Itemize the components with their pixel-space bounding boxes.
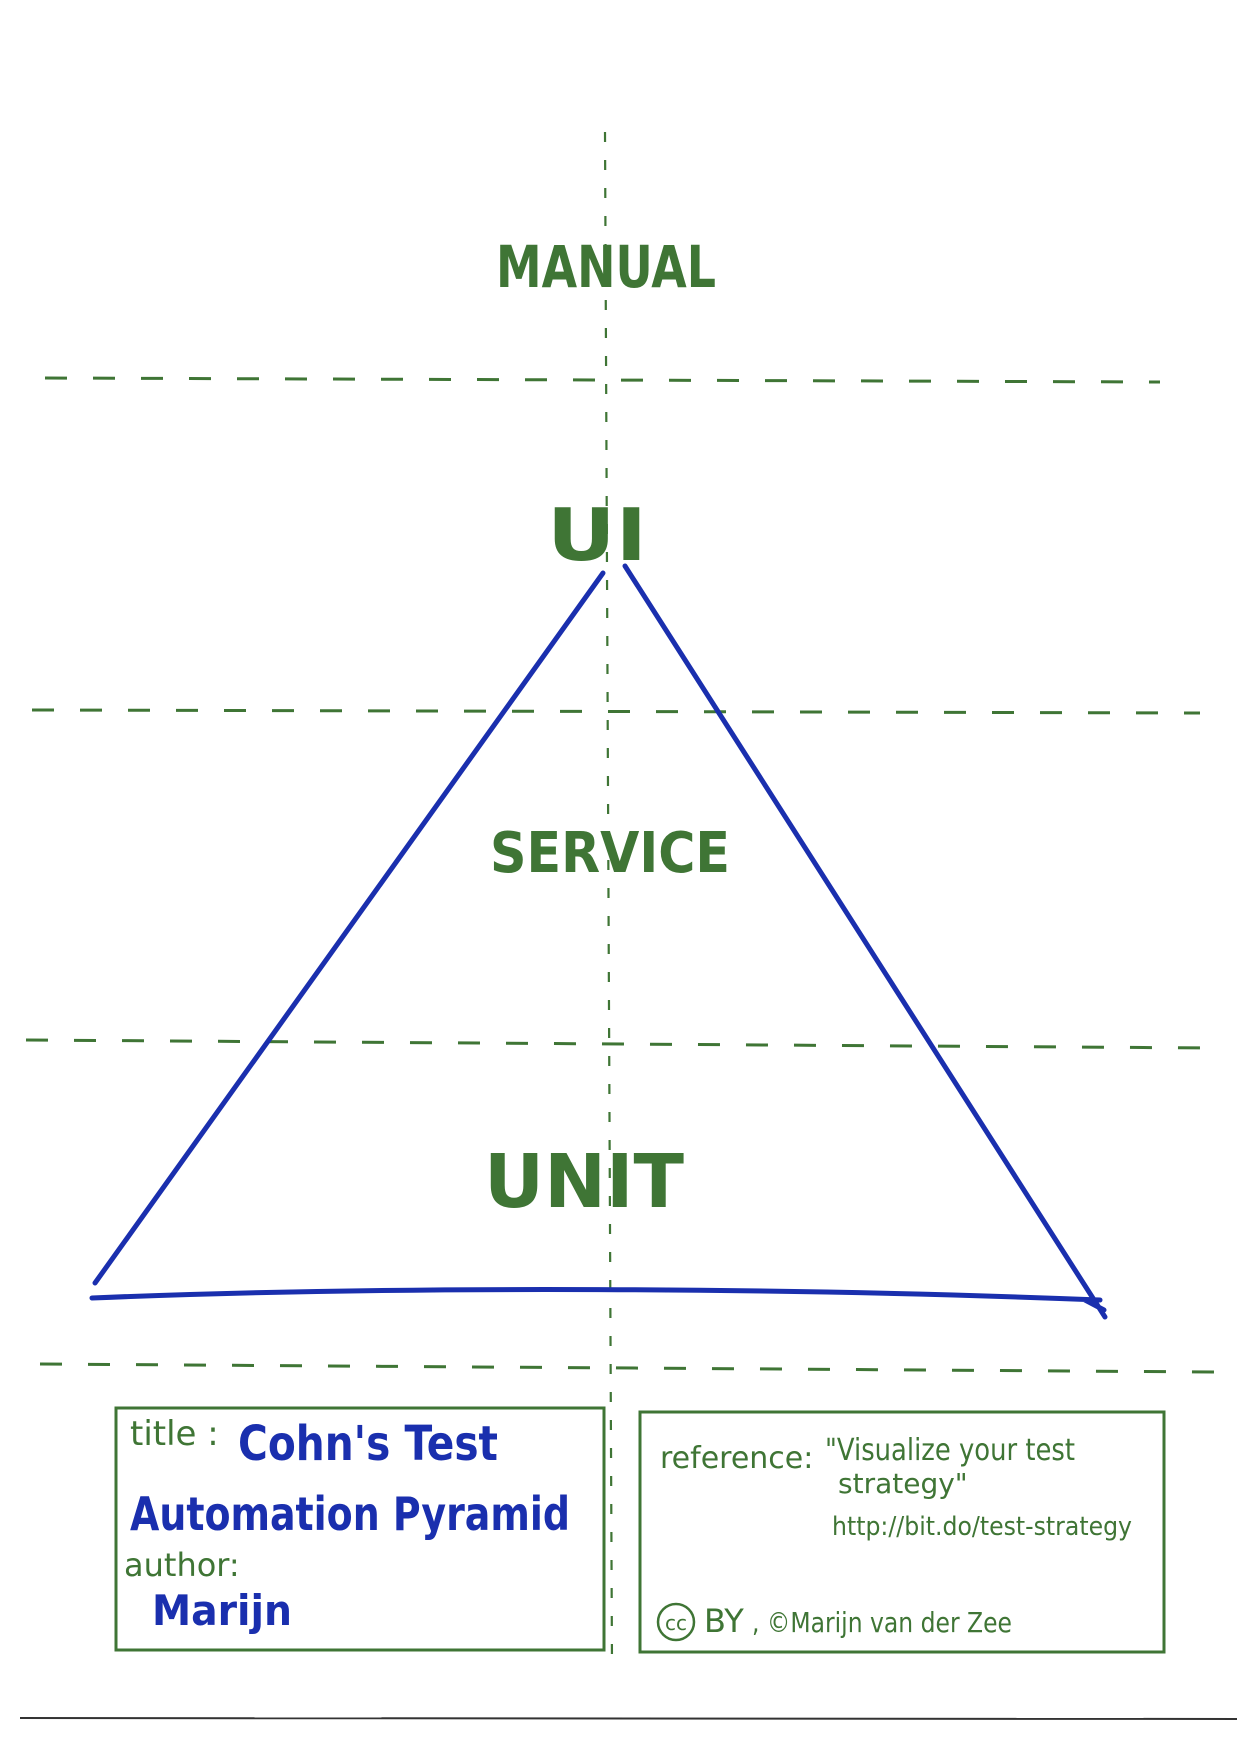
- separator-manual-ui: [44, 376, 1161, 384]
- creative-commons-icon: cc: [656, 1602, 696, 1642]
- title-box-frame: [114, 1406, 606, 1652]
- layer-label-unit: UNIT: [484, 1139, 685, 1225]
- separator-unit-footer: [39, 1362, 1216, 1374]
- center-dashed-line: [603, 131, 614, 1666]
- reference-box-frame: [638, 1410, 1166, 1654]
- layer-label-ui: UI: [547, 493, 647, 577]
- license-label: BY: [704, 1602, 744, 1640]
- title-box: title : Cohn's Test Automation Pyramid a…: [114, 1406, 606, 1652]
- layer-label-manual: MANUAL: [496, 233, 716, 301]
- svg-text:cc: cc: [665, 1611, 687, 1635]
- layer-label-service: SERVICE: [490, 821, 730, 886]
- separator-ui-service: [31, 708, 1201, 715]
- reference-title-line1: "Visualize your test: [825, 1433, 1075, 1468]
- page-bottom-rule: [19, 1717, 1237, 1720]
- reference-title-line2: strategy": [838, 1467, 968, 1500]
- copyright-text: , ©Marijn van der Zee: [752, 1606, 1012, 1639]
- author-label: author:: [124, 1546, 240, 1584]
- separator-service-unit: [25, 1038, 1216, 1050]
- author-name: Marijn: [152, 1586, 292, 1635]
- reference-url: http://bit.do/test-strategy: [832, 1512, 1132, 1542]
- diagram-title-line1: Cohn's Test: [238, 1416, 498, 1472]
- diagram-title-line2: Automation Pyramid: [130, 1487, 570, 1541]
- reference-label: reference:: [660, 1441, 813, 1476]
- pyramid-outline: [89, 563, 1108, 1320]
- reference-box: reference: "Visualize your test strategy…: [638, 1410, 1166, 1654]
- title-label: title :: [130, 1414, 219, 1454]
